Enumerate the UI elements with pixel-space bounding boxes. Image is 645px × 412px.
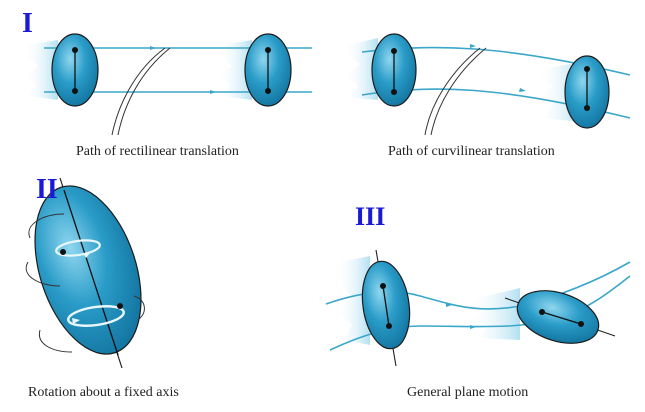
motion-blur bbox=[218, 40, 252, 100]
rotation-loop bbox=[67, 305, 125, 327]
point-b bbox=[72, 88, 78, 94]
point-b bbox=[584, 105, 590, 111]
rotation-axis bbox=[63, 189, 119, 356]
motion-blur bbox=[24, 40, 58, 100]
rotation-arc bbox=[25, 261, 61, 287]
point-a bbox=[391, 48, 397, 54]
reference-line bbox=[541, 311, 582, 325]
panel-rotation-fixed-axis bbox=[25, 177, 145, 369]
point-b bbox=[386, 323, 392, 329]
point-a bbox=[539, 309, 545, 315]
point-b bbox=[391, 89, 397, 95]
panel-general-plane-motion bbox=[325, 249, 631, 367]
caption-curvilinear: Path of curvilinear translation bbox=[388, 144, 555, 159]
arrow-head bbox=[150, 46, 156, 50]
arrow-head bbox=[84, 253, 90, 258]
panel-number-label: I bbox=[22, 8, 33, 39]
panel-number-label: III bbox=[355, 202, 386, 231]
arrow-head bbox=[519, 88, 526, 92]
motion-blur bbox=[336, 256, 370, 345]
point-b bbox=[265, 88, 271, 94]
point-a bbox=[584, 66, 590, 72]
point-a bbox=[380, 283, 386, 289]
point-a bbox=[265, 47, 271, 53]
rigid-body bbox=[34, 185, 142, 355]
reference-line bbox=[382, 285, 390, 327]
trajectory-curve bbox=[111, 47, 166, 136]
panel-rectilinear-translation bbox=[24, 33, 312, 136]
arrow-head bbox=[72, 318, 80, 324]
rotation-arc bbox=[38, 329, 73, 353]
rotation-loop bbox=[55, 239, 101, 257]
trajectory-curve bbox=[117, 47, 171, 136]
motion-blur bbox=[344, 38, 378, 100]
motion-blur bbox=[468, 288, 520, 340]
point-a bbox=[60, 249, 66, 255]
rotation-arc bbox=[28, 213, 65, 239]
arrow-head bbox=[470, 325, 476, 329]
trajectory-curve bbox=[424, 47, 481, 136]
rotation-arc bbox=[133, 295, 145, 321]
caption-rectilinear: Path of rectilinear translation bbox=[76, 144, 239, 159]
panel-curvilinear-translation bbox=[344, 33, 631, 136]
point-b bbox=[578, 321, 584, 327]
panel-number-label: II bbox=[36, 174, 58, 205]
arrow-head bbox=[446, 302, 452, 307]
caption-rotation: Rotation about a fixed axis bbox=[28, 385, 179, 400]
arrow-head bbox=[210, 90, 216, 94]
point-a bbox=[72, 47, 78, 53]
caption-general-plane: General plane motion bbox=[407, 385, 529, 400]
arrow-head bbox=[470, 44, 476, 48]
point-b bbox=[117, 303, 123, 309]
trajectory-curve bbox=[430, 47, 487, 136]
